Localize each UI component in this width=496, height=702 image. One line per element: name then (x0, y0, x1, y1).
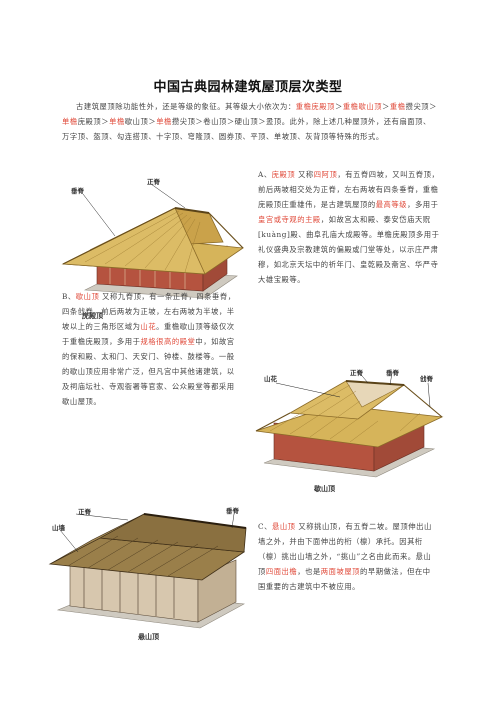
intro-lead: 古建筑屋顶除功能性外，还是等级的象征。其等级大小依次为： (76, 102, 296, 111)
roof-hierarchy: 重檐庑殿顶＞重檐歇山顶＞重檐攒尖顶＞单檐庑殿顶＞单檐歇山顶＞单檐攒尖顶＞卷山顶＞… (62, 102, 437, 126)
intro-tail: 此外，除上述几种屋顶外，还有扇面顶、万字顶、盔顶、勾连搭顶、十字顶、穹隆顶、圆券… (62, 117, 431, 141)
highlight-term: 四面出檐 (265, 567, 298, 576)
hip-gable-roof-illustration: 正脊 山花 垂脊 戗脊 (255, 368, 444, 478)
highlight-term: 单檐 (62, 117, 78, 126)
figure-hip-roof: 正脊 垂脊 (55, 178, 250, 308)
section-b-paragraph: B、歇山顶 又称九脊顶，有一条正脊，四条垂脊，四条戗脊，前后两坡为正坡，左右两坡… (62, 289, 240, 409)
label-ridge: 正脊 (147, 178, 161, 186)
body-text: 歇山顶＞ (124, 117, 157, 126)
body-text: 又称挑山顶，有五脊二坡。屋顶伸出山墙之外，并由下面伸出的桁（檩）承托。因其桁（檩… (258, 522, 432, 576)
label-ridge: 正脊 (350, 368, 364, 377)
label-gable: 山花 (264, 374, 278, 383)
section-b-text: B、歇山顶 又称九脊顶，有一条正脊，四条垂脊，四条戗脊，前后两坡为正坡，左右两坡… (62, 292, 236, 406)
section-a-paragraph: A、庑殿顶 又称四阿顶，有五脊四坡，又叫五脊顶，前后两坡相交处为正脊，左右两坡有… (258, 167, 440, 287)
highlight-term: 最高等级 (375, 200, 408, 209)
body-text: ，也是 (297, 567, 321, 576)
figure-overhanging-gable-roof: 正脊 山墙 垂脊 (48, 506, 253, 631)
body-text: B、 (62, 292, 76, 301)
body-text: ＞ (382, 102, 390, 111)
body-text: 攒尖顶＞ (405, 102, 437, 111)
highlight-term: 重檐庑殿顶 (295, 102, 335, 111)
highlight-term: 单檐 (109, 117, 125, 126)
highlight-term: 重檐 (389, 102, 406, 111)
body-text: ，有五脊四坡，又叫五脊顶，前后两坡相交处为正脊，左右两坡有四条垂脊，重檐庑殿顶庄… (258, 170, 440, 209)
figure-caption-overhanging-gable-roof: 悬山顶 (138, 632, 159, 641)
hip-roof-illustration: 正脊 垂脊 (61, 178, 245, 299)
body-text: C、 (258, 522, 272, 531)
highlight-term: 四阿顶 (313, 170, 338, 179)
label-gable-wall: 山墙 (52, 523, 66, 532)
body-text: 。重檐歇山顶等级仅次于重檐庑殿顶，多用于 (62, 322, 235, 346)
highlight-term: 山花 (140, 322, 157, 331)
section-a-text: A、庑殿顶 又称四阿顶，有五脊四坡，又叫五脊顶，前后两坡相交处为正脊，左右两坡有… (258, 170, 439, 284)
intro-paragraph: 古建筑屋顶除功能性外，还是等级的象征。其等级大小依次为：重檐庑殿顶＞重檐歇山顶＞… (62, 99, 438, 144)
figure-caption-hip-gable-roof: 歇山顶 (314, 484, 335, 493)
body-text: ，如故宫太和殿、泰安岱庙天贶[kuàng]殿、曲阜孔庙大成殿等。单檐庑殿顶多用于… (258, 215, 440, 284)
highlight-term: 单檐 (156, 117, 172, 126)
body-text: 庑殿顶＞ (77, 117, 110, 126)
body-text: 中，如故宫的保和殿、太和门、天安门、钟楼、鼓楼等。一般的歇山顶应用非常广泛，但凡… (62, 337, 235, 406)
highlight-term: 悬山顶 (271, 522, 296, 531)
body-text: 攒尖顶＞卷山顶＞硬山顶＞盝顶。 (171, 117, 290, 126)
page-title: 中国古典园林建筑屋顶层次类型 (153, 80, 343, 95)
body-text: 又称 (295, 170, 314, 179)
figure-hip-gable-roof: 正脊 山花 垂脊 戗脊 (250, 367, 448, 479)
section-c-text: C、悬山顶 又称挑山顶，有五脊二坡。屋顶伸出山墙之外，并由下面伸出的桁（檩）承托… (258, 522, 432, 591)
highlight-term: 皇宫或寺观的主殿 (258, 215, 321, 224)
figure-caption-hip-roof: 庑殿顶 (82, 311, 103, 320)
highlight-term: 歇山顶 (75, 292, 100, 301)
body-text: 又称九脊顶，有一条正脊，四条垂脊，四条戗脊，前后两坡为正坡，左右两坡为半坡，半坡… (62, 292, 236, 331)
body-text: ，多用于 (407, 200, 439, 209)
highlight-term: 庑殿顶 (271, 170, 296, 179)
label-hip: 垂脊 (386, 368, 400, 377)
label-hip: 垂脊 (71, 186, 85, 195)
body-text: 的早期做法，但在中国重要的古建筑中不被应用。 (258, 567, 431, 591)
highlight-term: 规格很高的殿堂 (140, 337, 196, 346)
highlight-term: 重檐歇山顶 (342, 102, 383, 111)
label-corner-ridge: 戗脊 (420, 374, 434, 383)
overhanging-gable-roof-illustration: 正脊 山墙 垂脊 (48, 506, 247, 629)
body-text: A、 (258, 170, 272, 179)
highlight-term: 两面坡屋顶 (320, 567, 361, 576)
section-c-paragraph: C、悬山顶 又称挑山顶，有五脊二坡。屋顶伸出山墙之外，并由下面伸出的桁（檩）承托… (258, 519, 438, 594)
label-ridge: 正脊 (78, 507, 92, 516)
body-text: ＞ (334, 102, 343, 111)
label-hip: 垂脊 (226, 506, 240, 515)
